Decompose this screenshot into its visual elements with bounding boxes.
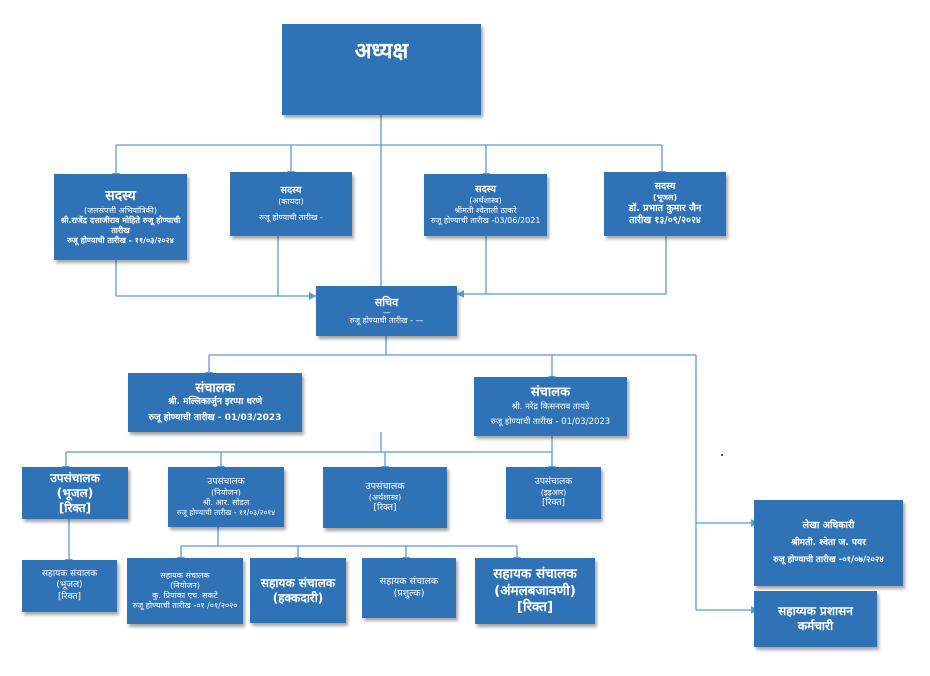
assistant-name: कु. प्रियांका एच. सकटे — [152, 591, 218, 600]
deputy-dept: (इइआर) — [540, 488, 567, 497]
director-name: श्री. नरेंद्र किसनराव तायडे — [511, 401, 590, 412]
assistant-dept: (अंमलबजावणी) — [494, 582, 576, 599]
assistant-dept: (नियोजन) — [170, 581, 200, 590]
assistant-director-box-implementation: सहायक संचालक (अंमलबजावणी) [रिक्त] — [475, 558, 595, 624]
secretary-title: सचिव — [374, 295, 399, 309]
deputy-status: [रिक्त] — [542, 498, 565, 508]
deputy-director-box-eer: उपसंचालक (इइआर) [रिक्त] — [506, 467, 601, 519]
assistant-date: रुजू होण्याची तारीख -०१ /०१/२०२० — [132, 601, 238, 610]
director-title: संचालक — [195, 381, 235, 397]
assistant-title: सहायक संचालक — [41, 569, 98, 580]
assistant-title: सहायक संचालक — [260, 575, 336, 590]
member-name: श्रीमती श्वेताली ठाकरे — [454, 205, 517, 215]
assistant-status: [रिक्त] — [516, 599, 554, 616]
member-date: रुजू होण्याची तारीख - ११/०३/२०२४ — [67, 235, 174, 245]
assistant-status: [रिक्त] — [58, 591, 81, 602]
deputy-title: उपसंचालक — [50, 470, 100, 485]
deputy-dept: (अर्थशास्त्र) — [368, 492, 402, 502]
accounts-title: लेखा अधिकारी — [802, 520, 855, 532]
accounts-officer-box: लेखा अधिकारी श्रीमती. श्वेता ज. पयर रुजू… — [754, 500, 903, 586]
deputy-title: उपसंचालक — [365, 480, 405, 492]
assistant-title: सहायक संचालक — [160, 571, 210, 580]
member-dept: (अर्थशास्त्र) — [469, 195, 502, 205]
director-date: रुजू होण्याची तारीख - 01/03/2023 — [148, 412, 282, 423]
member-title: सदस्य — [475, 184, 496, 196]
deputy-name: श्री. आर. सोडल — [202, 497, 250, 507]
chairman-box: अध्यक्ष — [282, 24, 481, 115]
member-box-groundwater: सदस्य (भूजल) डॉ. प्रभात कुमार जैन तारीख … — [604, 172, 726, 236]
deputy-dept: (नियोजन) — [211, 487, 241, 497]
deputy-date: रुजू होण्याची तारीख - ११/०३/२०१४ — [176, 507, 276, 517]
assistant-director-box-groundwater: सहायक संचालक (भूजल) [रिक्त] — [22, 560, 117, 612]
deputy-dept: (भूजल) — [56, 485, 94, 500]
director-title: संचालक — [530, 385, 571, 401]
deputy-status: [रिक्त] — [58, 500, 92, 515]
member-title: सदस्य — [280, 185, 302, 197]
member-box-law: सदस्य (कायदा) रुजू होण्याची तारीख - — [230, 172, 352, 236]
deputy-director-box-economics: उपसंचालक (अर्थशास्त्र) [रिक्त] — [323, 467, 447, 528]
assistant-director-box-entitlement: सहायक संचालक (हक्कदारी) — [250, 558, 346, 623]
member-dept: (भूजल) — [652, 193, 678, 203]
director-box-2: संचालक श्री. नरेंद्र किसनराव तायडे रुजू … — [474, 377, 627, 436]
secretary-box: सचिव — रुजू होण्याची तारीख - — — [316, 286, 457, 336]
assistant-title: सहायक संचालक — [493, 565, 577, 582]
member-box-economics: सदस्य (अर्थशास्त्र) श्रीमती श्वेताली ठाक… — [424, 174, 547, 236]
stray-dot — [721, 454, 723, 456]
director-date: रुजू होण्याची तारीख - 01/03/2023 — [490, 417, 611, 428]
secretary-dash: — — [382, 307, 391, 317]
chairman-title: अध्यक्ष — [354, 39, 409, 64]
member-dept: (जलसंपत्ती अभियांत्रिकी) — [84, 205, 157, 215]
director-box-1: संचालक श्री. मल्लिकार्जुन इरप्पा धरणे रु… — [128, 373, 302, 432]
deputy-director-box-groundwater: उपसंचालक (भूजल) [रिक्त] — [22, 467, 128, 519]
deputy-status: [रिक्त] — [373, 502, 397, 513]
member-date: रुजू होण्याची तारीख -03/06/2021 — [430, 215, 541, 225]
deputy-title: उपसंचालक — [207, 476, 245, 487]
accounts-date: रुजू होण्याची तारीख -०१/०७/२०२४ — [773, 555, 884, 566]
assistant-director-box-planning: सहायक संचालक (नियोजन) कु. प्रियांका एच. … — [127, 558, 243, 624]
member-dept: (कायदा) — [278, 196, 304, 206]
assistant-dept: (भूजल) — [56, 580, 83, 591]
member-date: तारीख १३/०९/२०२४ — [629, 214, 701, 226]
assistant-director-box-tariff: सहायक संचालक (प्रशुल्क) — [362, 558, 456, 618]
member-name: डॉ. प्रभात कुमार जैन — [628, 203, 702, 215]
deputy-title: उपसंचालक — [534, 476, 573, 487]
admin-title: सहाय्यक प्रशासन कर्मचारी — [778, 604, 853, 633]
member-name: श्री.राजेंद्र दत्ताजीराव मोहिते रुजू होण… — [60, 215, 181, 235]
secretary-date: रुजू होण्याची तारीख - — — [349, 316, 424, 326]
assistant-dept: (हक्कदारी) — [272, 590, 324, 605]
admin-staff-box: सहाय्यक प्रशासन कर्मचारी — [754, 591, 877, 647]
member-date: रुजू होण्याची तारीख - — [259, 212, 323, 222]
director-name: श्री. मल्लिकार्जुन इरप्पा धरणे — [167, 397, 263, 408]
member-title: सदस्य — [654, 181, 676, 193]
member-title: सदस्य — [105, 188, 136, 205]
assistant-dept: (प्रशुल्क) — [393, 588, 425, 599]
assistant-title: सहायक संचालक — [379, 576, 439, 588]
deputy-director-box-planning: उपसंचालक (नियोजन) श्री. आर. सोडल रुजू हो… — [168, 467, 284, 527]
member-box-water-engineering: सदस्य (जलसंपत्ती अभियांत्रिकी) श्री.राजे… — [54, 174, 187, 260]
accounts-name: श्रीमती. श्वेता ज. पयर — [791, 538, 866, 548]
